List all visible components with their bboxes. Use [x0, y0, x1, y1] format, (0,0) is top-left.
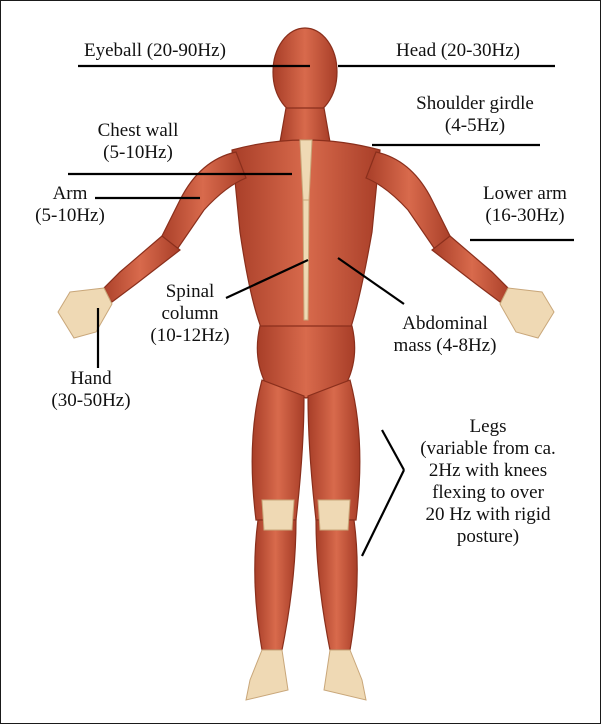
right-shin-shape: [316, 520, 357, 650]
label-hand: Hand (30-50Hz): [26, 368, 156, 412]
right-forearm-shape: [432, 236, 512, 302]
right-thigh-shape: [308, 380, 360, 520]
label-chest-wall: Chest wall (5-10Hz): [78, 120, 198, 164]
head-shape: [273, 28, 337, 116]
left-knee-tendon: [262, 500, 294, 530]
neck-shape: [280, 108, 330, 142]
label-abdominal-mass: Abdominal mass (4-8Hz): [374, 313, 516, 357]
label-spinal-column: Spinal column (10-12Hz): [138, 281, 242, 347]
right-foot-shape: [324, 650, 366, 700]
label-eyeball: Eyeball (20-90Hz): [84, 40, 226, 62]
label-legs: Legs (variable from ca. 2Hz with knees f…: [400, 416, 576, 548]
label-arm: Arm (5-10Hz): [20, 183, 120, 227]
left-upper-arm-shape: [160, 152, 246, 248]
label-lower-arm: Lower arm (16-30Hz): [470, 183, 580, 227]
left-thigh-shape: [252, 380, 304, 520]
left-foot-shape: [246, 650, 288, 700]
label-head: Head (20-30Hz): [396, 40, 520, 62]
right-upper-arm-shape: [366, 152, 452, 248]
left-hand-shape: [58, 288, 112, 338]
legs-pointer-lower: [362, 470, 404, 556]
right-knee-tendon: [318, 500, 350, 530]
label-shoulder-girdle: Shoulder girdle (4-5Hz): [390, 93, 560, 137]
left-shin-shape: [255, 520, 296, 650]
